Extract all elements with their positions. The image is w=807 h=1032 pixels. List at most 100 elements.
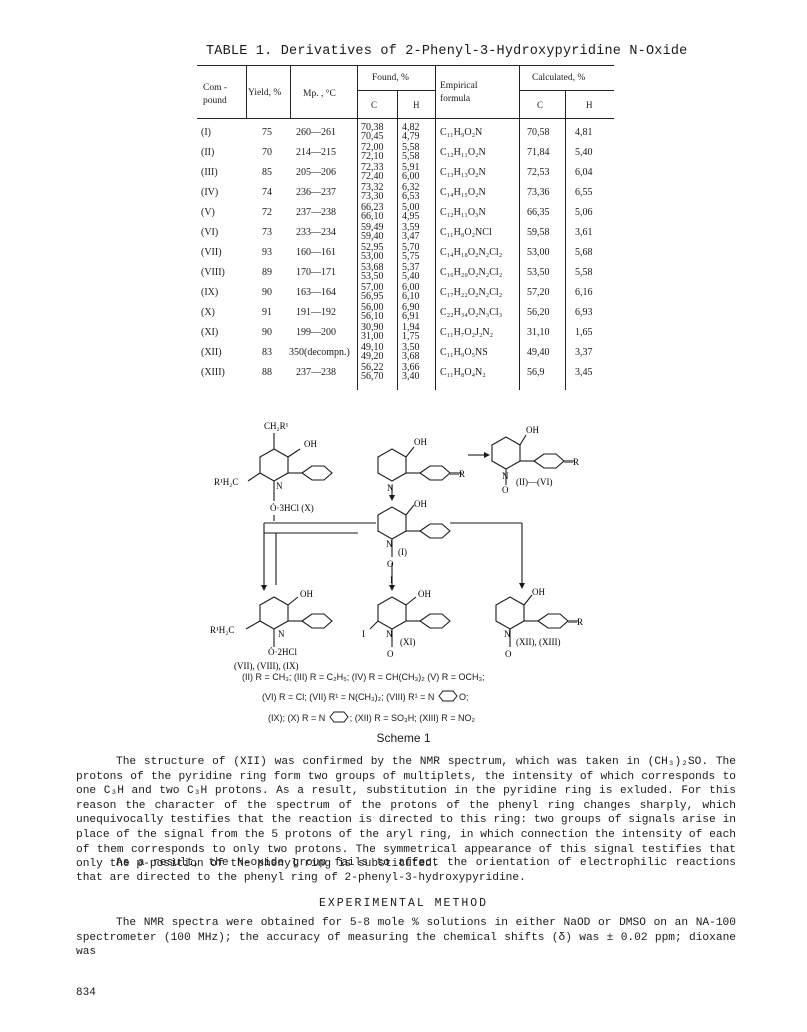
table-col-rule-4 [397, 90, 398, 390]
cell-found-h: 5,58 [402, 142, 420, 153]
cell-yield: 85 [262, 167, 272, 178]
cell-compound: (III) [201, 167, 218, 178]
cell-found-h: 3,68 [402, 351, 420, 362]
label-r-1: —R [449, 469, 465, 479]
cell-found-h: 3,59 [402, 222, 420, 233]
table-header-rule [197, 118, 614, 119]
cell-found-c: 56,22 [361, 362, 384, 373]
label-oh-3: OH [526, 425, 539, 435]
cell-yield: 93 [262, 247, 272, 258]
cell-mp: 205—206 [296, 167, 336, 178]
cell-found-h: 5,00 [402, 202, 420, 213]
cell-mp: 350(decompn.) [289, 347, 350, 358]
cell-found-c: 72,33 [361, 162, 384, 173]
table-subheader-rule-found [357, 90, 435, 91]
cell-calc-c: 57,20 [527, 287, 550, 298]
cell-mp: 191—192 [296, 307, 336, 318]
cell-found-c: 53,68 [361, 262, 384, 273]
cell-yield: 75 [262, 127, 272, 138]
label-r-3: —R [567, 617, 583, 627]
cell-found-c: 30,90 [361, 322, 384, 333]
cell-found-h: 5,37 [402, 262, 420, 273]
label-n-4: N [386, 539, 393, 549]
cell-calc-h: 6,93 [575, 307, 593, 318]
label-n-7: N [504, 629, 511, 639]
cell-calc-h: 5,06 [575, 207, 593, 218]
structure-x [247, 433, 333, 501]
cell-found-h: 3,40 [402, 371, 420, 382]
cell-compound: (VI) [201, 227, 219, 238]
label-oh-7: OH [532, 587, 545, 597]
cell-found-h: 6,32 [402, 182, 420, 193]
cell-found-h: 6,90 [402, 302, 420, 313]
cell-found-h: 1,94 [402, 322, 420, 333]
cell-found-c: 59,40 [361, 231, 384, 242]
cell-found-h: 5,58 [402, 151, 420, 162]
cell-mp: 163—164 [296, 287, 336, 298]
label-cpd-XI: (XI) [400, 637, 416, 647]
cell-yield: 72 [262, 207, 272, 218]
cell-calc-c: 56,9 [527, 367, 545, 378]
cell-yield: 90 [262, 287, 272, 298]
label-oh-1: OH [304, 439, 317, 449]
scheme-legend-line-3a: (IX); (X) R = N ; (XII) R = SO₃H; (XIII)… [268, 711, 475, 723]
cell-found-h: 6,91 [402, 311, 420, 322]
cell-mp: 214—215 [296, 147, 336, 158]
table-subheader-rule-calc [519, 90, 614, 91]
cell-yield: 73 [262, 227, 272, 238]
cell-found-c: 56,00 [361, 302, 384, 313]
cell-calc-c: 72,53 [527, 167, 550, 178]
header-found-h: H [413, 100, 420, 110]
structure-I [377, 504, 451, 557]
label-iodine-2: I [362, 629, 365, 639]
cell-found-h: 5,91 [402, 162, 420, 173]
cell-calc-c: 56,20 [527, 307, 550, 318]
label-cpd-VII-IX: (VII), (VIII), (IX) [234, 661, 298, 671]
cell-mp: 237—238 [296, 207, 336, 218]
cell-found-h: 3,47 [402, 231, 420, 242]
scheme-legend-line-1: (II) R = CH₃; (III) R = C₂H₅; (IV) R = C… [242, 672, 485, 682]
label-hcl2: Ȯ·2HCl [268, 647, 297, 657]
cell-formula: C₁₁H₈O₂NCl [440, 227, 492, 238]
scheme-legend-line-2b: O; [458, 692, 469, 702]
cell-found-c: 70,38 [361, 122, 384, 133]
table-col-rule-5 [435, 65, 436, 390]
label-n-3: N [502, 471, 509, 481]
label-iodine: I [390, 575, 393, 585]
cell-found-c: 59,49 [361, 222, 384, 233]
label-n-6: N [386, 629, 393, 639]
cell-found-c: 57,00 [361, 282, 384, 293]
table-top-rule [197, 65, 614, 66]
cell-found-c: 56,70 [361, 371, 384, 382]
label-cpd-I: (I) [398, 547, 407, 557]
section-heading: EXPERIMENTAL METHOD [318, 897, 489, 910]
label-oh-5: OH [300, 589, 313, 599]
cell-yield: 90 [262, 327, 272, 338]
label-oh-2: OH [414, 437, 427, 447]
cell-calc-h: 3,45 [575, 367, 593, 378]
cell-yield: 89 [262, 267, 272, 278]
cell-found-c: 73,32 [361, 182, 384, 193]
cell-found-h: 6,53 [402, 191, 420, 202]
cell-mp: 160—161 [296, 247, 336, 258]
cell-formula: C₁₁H₈O₄N₂ [440, 367, 486, 378]
table-col-rule-6 [519, 65, 520, 390]
structure-XI [369, 596, 451, 647]
cell-compound: (XIII) [201, 367, 225, 378]
header-compound-l1: Com - [203, 83, 228, 93]
cell-found-c: 72,40 [361, 171, 384, 182]
cell-compound: (X) [201, 307, 215, 318]
paragraph-3: The NMR spectra were obtained for 5-8 mo… [76, 917, 736, 959]
cell-calc-h: 6,55 [575, 187, 593, 198]
cell-mp: 233—234 [296, 227, 336, 238]
page-number: 834 [76, 987, 96, 999]
cell-yield: 74 [262, 187, 272, 198]
cell-formula: C₁₄H₁₅O₂N [440, 187, 486, 198]
cell-found-c: 52,95 [361, 242, 384, 253]
label-cpd-XII-XIII: (XII), (XIII) [516, 637, 560, 647]
cell-found-c: 56,10 [361, 311, 384, 322]
structure-bottom-left [245, 596, 333, 647]
cell-compound: (VII) [201, 247, 222, 258]
header-calc-h: H [586, 100, 593, 110]
cell-calc-c: 59,58 [527, 227, 550, 238]
